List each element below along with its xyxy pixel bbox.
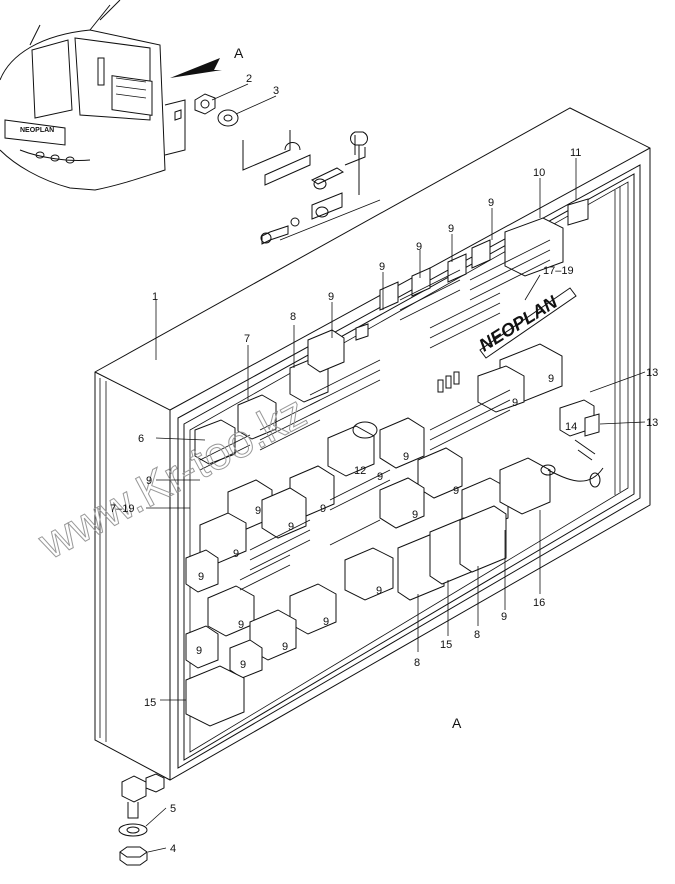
relay-mark: 9 — [255, 505, 261, 517]
bus-brand-badge: NEOPLAN — [20, 127, 54, 134]
relay-mark: 9 — [196, 645, 202, 657]
callout-1: 1 — [152, 291, 158, 303]
relay-mark: 9 — [198, 571, 204, 583]
callout-5: 5 — [170, 803, 176, 815]
relay-mark: 9 — [512, 397, 518, 409]
relay-mark: 9 — [323, 616, 329, 628]
leader-lines — [146, 83, 646, 701]
relay-mark: 9 — [282, 641, 288, 653]
relay-mark-12: 12 — [354, 465, 366, 477]
view-label-bottom: A — [452, 715, 462, 731]
callout-8-top: 8 — [290, 311, 296, 323]
callout-2: 2 — [246, 73, 252, 85]
relay-mark: 9 — [320, 503, 326, 515]
bus-illustration: NEOPLAN — [0, 0, 186, 191]
callout-11: 11 — [570, 147, 581, 159]
callout-9-b: 9 — [379, 261, 385, 273]
callout-9-d: 9 — [448, 223, 454, 235]
relay-mark: 9 — [377, 471, 383, 483]
callout-8-bottom-b: 8 — [474, 629, 480, 641]
brand-plate-text: NEOPLAN — [476, 291, 562, 355]
relay-mark: 9 — [548, 373, 554, 385]
callout-17-19: 17–19 — [543, 265, 574, 277]
relay-mark: 9 — [233, 548, 239, 560]
view-arrow: A — [170, 45, 244, 78]
callout-9-left: 9 — [146, 475, 152, 487]
callout-9-e: 9 — [488, 197, 494, 209]
callout-6: 6 — [138, 433, 144, 445]
callout-15-left: 15 — [144, 697, 156, 709]
view-label-top: A — [234, 45, 244, 61]
callout-7-19: 7–19 — [110, 503, 134, 515]
relay-mark: 9 — [453, 485, 459, 497]
relay-mark: 9 — [240, 659, 246, 671]
callout-4: 4 — [170, 843, 176, 855]
callout-15-bottom: 15 — [440, 639, 452, 651]
callout-9-bottom: 9 — [501, 611, 507, 623]
relay-mark: 9 — [403, 451, 409, 463]
callout-14: 14 — [565, 421, 577, 433]
hinge-hardware — [194, 93, 381, 245]
callout-labels: 2 3 1 6 7 8 9 9 9 9 9 10 11 17–19 9 7–19… — [110, 73, 658, 855]
relay-mark: 9 — [376, 585, 382, 597]
callout-7: 7 — [244, 333, 250, 345]
callout-16: 16 — [533, 597, 545, 609]
relay-mark: 9 — [412, 509, 418, 521]
callout-8-bottom-a: 8 — [414, 657, 420, 669]
relay-mark: 9 — [238, 619, 244, 631]
relay-board: NEOPLAN 9 9 9 9 9 9 9 9 9 9 9 9 9 9 9 9 … — [185, 198, 604, 727]
watermark: www.Kr-too.kz — [29, 385, 314, 569]
callout-13-a: 13 — [646, 367, 658, 379]
callout-10: 10 — [533, 167, 545, 179]
callout-9-c: 9 — [416, 241, 422, 253]
relay-mark: 9 — [288, 521, 294, 533]
callout-9-a: 9 — [328, 291, 334, 303]
callout-3: 3 — [273, 85, 279, 97]
callout-13-b: 13 — [646, 417, 658, 429]
